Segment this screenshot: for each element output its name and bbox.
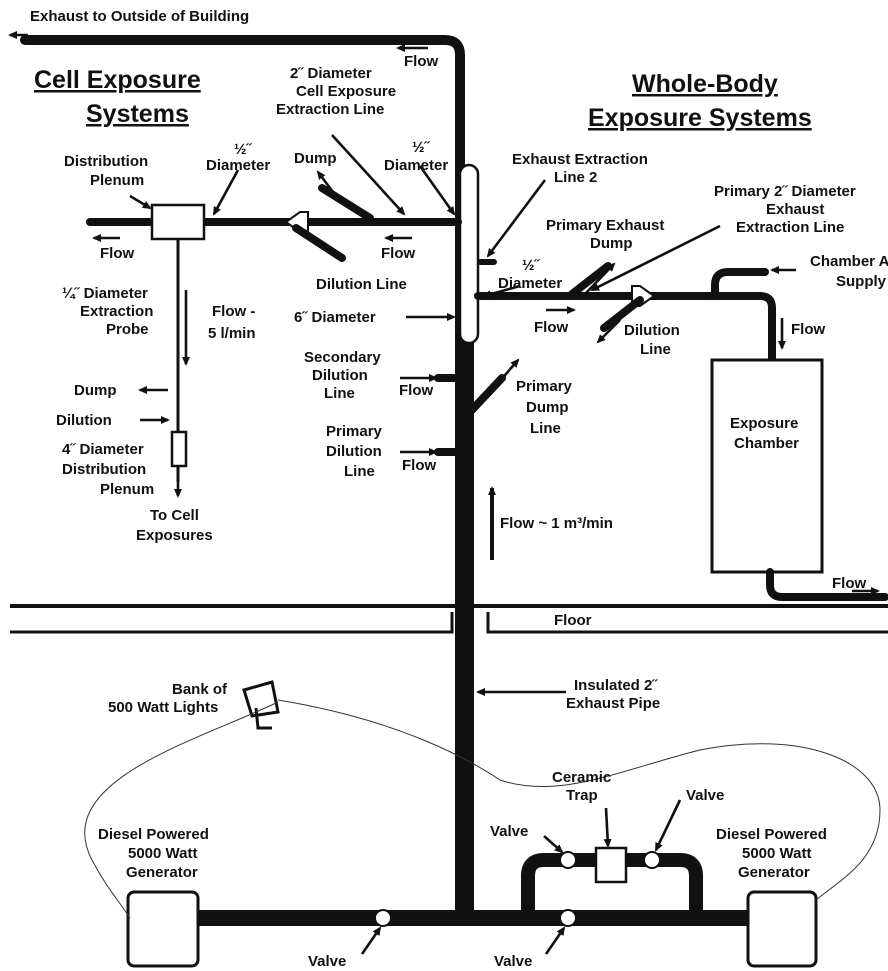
valve-manifold-left [374,909,392,927]
dump-label-cell: Dump [294,150,337,167]
flow5-label-1: Flow - [212,303,255,320]
ceramic-trap-label-2: Trap [566,787,598,804]
to-cell-label-2: Exposures [136,527,213,544]
distribution-plenum-label-1: Distribution [64,153,148,170]
valve-label-bottom-right: Valve [494,953,532,970]
cell-line-label-3: Extraction Line [276,101,384,118]
generator-right-label-2: 5000 Watt [742,845,811,862]
primary-line-label-1: Primary 2˝ Diameter [714,183,856,200]
half-inch-left: ½˝ [234,141,253,158]
generator-right-label-1: Diesel Powered [716,826,827,843]
header-whole-line1: Whole-Body [632,70,778,98]
chamber-air-label-2: Supply [836,273,887,290]
quarter-probe-label-2: Extraction [80,303,153,320]
header-cell-line2: Systems [86,100,189,128]
generator-left-label-1: Diesel Powered [98,826,209,843]
dilution-line-label: Dilution Line [316,276,407,293]
six-inch-vessel [458,163,480,345]
primary-dilution-label-1: Primary [326,423,383,440]
bank-lights-label-1: Bank of [172,681,228,698]
four-inch-plenum-label-2: Distribution [62,461,146,478]
valve-manifold-right [559,909,577,927]
header-whole-line2: Exposure Systems [588,104,812,132]
valve-trap-left [559,851,577,869]
primary-line-label-2: Exhaust [766,201,824,218]
exposure-chamber-label-1: Exposure [730,415,798,432]
chamber-air-label-1: Chamber Air [810,253,888,270]
generator-exhaust-manifold [126,846,818,968]
diameter-right: Diameter [498,275,562,292]
primary-exhaust-dump-label-1: Primary Exhaust [546,217,664,234]
six-inch-label: 6˝ Diameter [294,309,376,326]
bank-lights-label-2: 500 Watt Lights [108,699,218,716]
cell-line-label-2: Cell Exposure [296,83,396,100]
diameter-left: Diameter [206,157,270,174]
header-cell-line1: Cell Exposure [34,66,201,94]
valve-trap-right [643,851,661,869]
diameter-mid: Diameter [384,157,448,174]
primary-dilution-label-2: Dilution [326,443,382,460]
primary-line-label-3: Extraction Line [736,219,844,236]
to-cell-label-1: To Cell [150,507,199,524]
primary-dilution-label-3: Line [344,463,375,480]
dump-label-probe: Dump [74,382,117,399]
flow-label-top: Flow [404,53,438,70]
flow-label-secondary: Flow [399,382,433,399]
primary-dump-line-label-1: Primary [516,378,573,395]
flow5-label-2: 5 l/min [208,325,256,342]
exhaust-line2-label-2: Line 2 [554,169,597,186]
half-inch-right: ½˝ [522,257,541,274]
secondary-dilution-label-1: Secondary [304,349,381,366]
primary-exhaust-dump-label-2: Dump [590,235,633,252]
quarter-probe-label-3: Probe [106,321,149,338]
exhaust-line2-label-1: Exhaust Extraction [512,151,648,168]
primary-dump-line-label-2: Dump [526,399,569,416]
generator-left-label-2: 5000 Watt [128,845,197,862]
ceramic-trap-label-1: Ceramic [552,769,611,786]
valve-label-top-left: Valve [490,823,528,840]
exposure-chamber [710,358,824,574]
flow-label-chamber-in: Flow [791,321,825,338]
generator-right [746,890,818,968]
flow-1m-label: Flow ~ 1 m³/min [500,515,613,532]
four-inch-plenum-label-3: Plenum [100,481,154,498]
quarter-probe-label-1: ¼˝ Diameter [62,285,148,302]
cell-extraction-line [86,184,462,262]
ceramic-trap [594,846,628,884]
exhaust-outside-label: Exhaust to Outside of Building [30,8,249,25]
flow-label-right-line: Flow [534,319,568,336]
valve-label-top-right: Valve [686,787,724,804]
primary-dump-line-label-3: Line [530,420,561,437]
distribution-plenum [150,203,206,241]
generator-left-label-3: Generator [126,864,198,881]
flow-label-cellline: Flow [381,245,415,262]
main-exhaust-stack [20,35,480,926]
dilution-label-probe: Dilution [56,412,112,429]
exposure-chamber-label-2: Chamber [734,435,799,452]
valve-label-bottom-left: Valve [308,953,346,970]
bank-of-lights [242,680,280,730]
insulated-pipe-label-2: Exhaust Pipe [566,695,660,712]
half-inch-mid: ½˝ [412,139,431,156]
flow-label-left: Flow [100,245,134,262]
cell-line-label-1: 2˝ Diameter [290,65,372,82]
secondary-dilution-label-2: Dilution [312,367,368,384]
insulated-pipe-label-1: Insulated 2˝ [574,677,658,694]
distribution-plenum-label-2: Plenum [90,172,144,189]
primary-exhaust-line [474,262,888,601]
dilution-right-label-1: Dilution [624,322,680,339]
generator-right-label-3: Generator [738,864,810,881]
floor-label: Floor [554,612,592,629]
flow-label-primary-dilution: Flow [402,457,436,474]
four-inch-plenum [170,430,188,468]
flow-label-chamber-out: Flow [832,575,866,592]
generator-left [126,890,200,968]
four-inch-plenum-label-1: 4˝ Diameter [62,441,144,458]
floor-slab [10,612,888,634]
dilution-right-label-2: Line [640,341,671,358]
secondary-dilution-label-3: Line [324,385,355,402]
